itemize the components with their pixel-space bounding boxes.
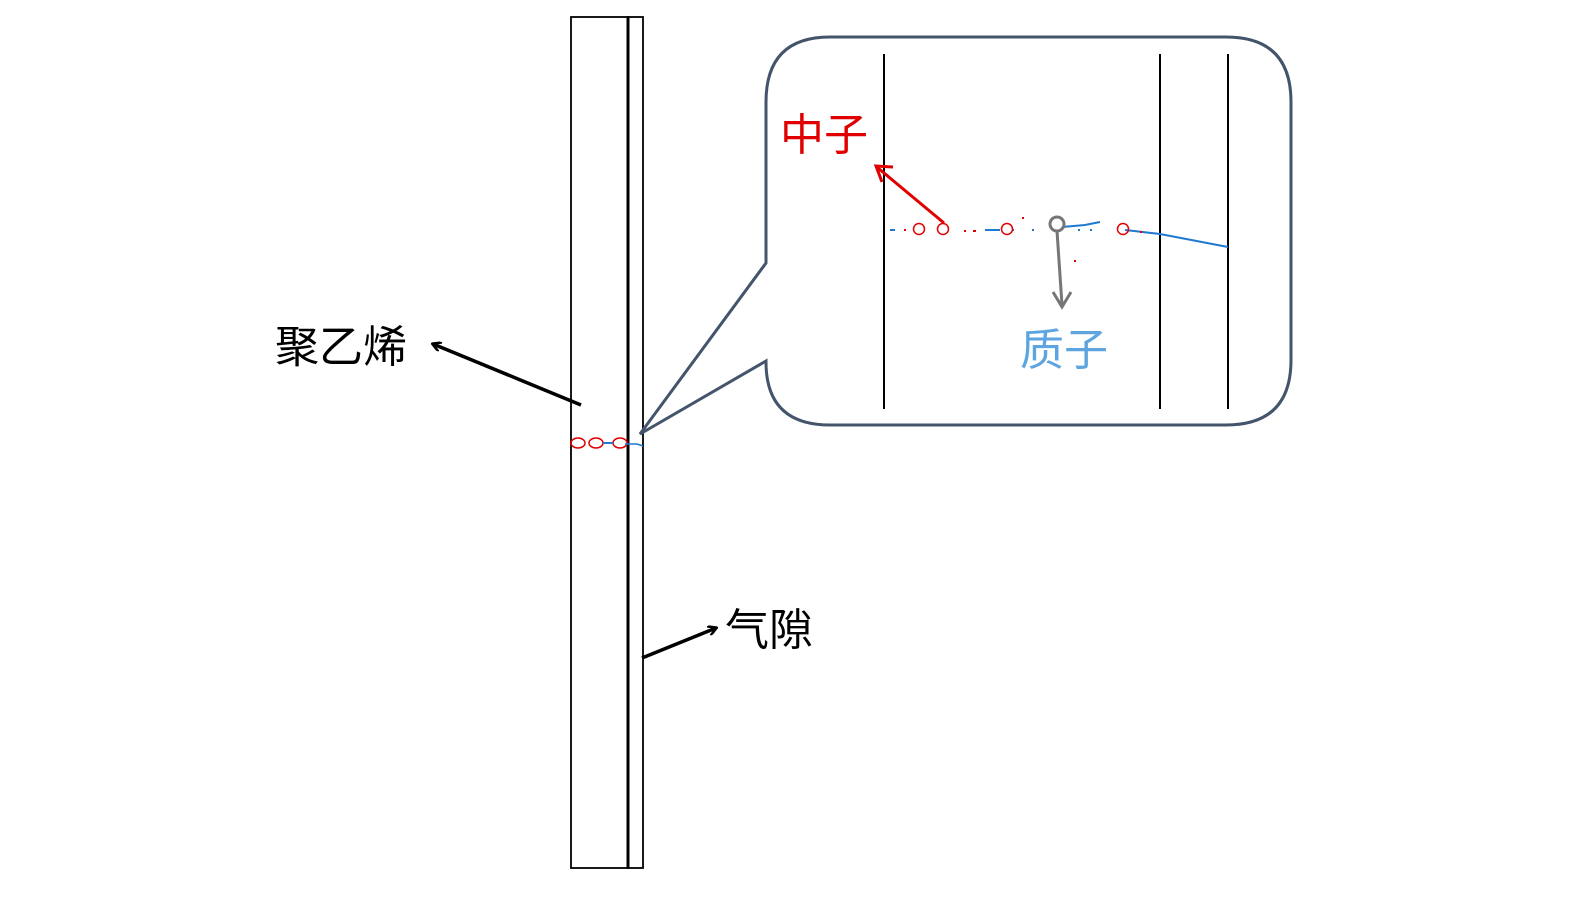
neutron-hit (1000, 222, 1014, 236)
proton-track (1061, 221, 1101, 228)
neutron-pointer-arrow (877, 166, 945, 225)
air-gap-layer (627, 16, 644, 869)
neutron-hit (912, 222, 926, 236)
proton-label: 质子 (1020, 325, 1108, 376)
neutron-dot (1022, 217, 1024, 219)
proton-track (625, 443, 644, 447)
neutron-label: 中子 (780, 110, 868, 161)
neutron-dot (1140, 231, 1142, 233)
callout-proton-tracks (890, 221, 1229, 248)
neutron-hit (570, 437, 586, 449)
zoom-callout (638, 35, 1293, 436)
neutron-dot (973, 230, 976, 232)
proton-track (1124, 229, 1229, 248)
polyethylene-pointer-arrow (433, 344, 582, 407)
neutron-hit (612, 437, 628, 449)
neutron-hit (588, 437, 604, 449)
neutron-hit (1116, 222, 1130, 236)
neutron-dot (964, 230, 966, 232)
polyethylene-layer (570, 16, 629, 869)
proton-arrowhead-icon (1051, 291, 1073, 310)
air-gap-label: 气隙 (725, 605, 813, 656)
neutron-arrowhead-icon (873, 164, 894, 183)
neutron-dot (904, 229, 906, 231)
main-neutron-hits (570, 437, 644, 449)
neutron-dot (1074, 260, 1076, 262)
polyethylene-label: 聚乙烯 (275, 322, 407, 373)
air-gap-pointer-arrow (641, 628, 716, 660)
proton-pointer-arrow (1055, 230, 1064, 306)
